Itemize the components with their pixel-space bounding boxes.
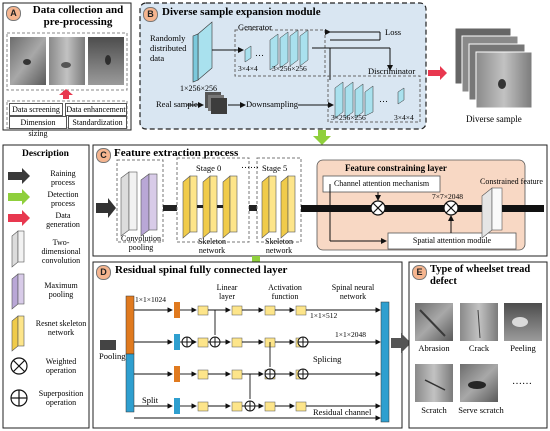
loss-label: Loss — [385, 27, 402, 37]
split-label: Split — [142, 395, 159, 405]
pooling-label: Pooling — [99, 351, 126, 361]
panel-d-frame — [92, 261, 403, 429]
legend-data-generation: Data generation — [46, 211, 80, 229]
defect-scratch: Scratch — [421, 405, 447, 415]
defect-serve-scratch: Serve scratch — [458, 405, 504, 415]
random-dim: 1×256×256 — [180, 84, 218, 93]
step-dimension-sizing: Dimension sizing — [9, 116, 67, 138]
stage0-label: Stage 0 — [196, 163, 222, 173]
legend-raining: Raining process — [50, 169, 76, 187]
legend-conv: Two-dimensional convolution — [41, 238, 81, 265]
generator-label: Generator — [238, 22, 272, 32]
downsampling-label: Downsampling — [246, 99, 298, 109]
legend-pooling: Maximum pooling — [44, 281, 78, 299]
red-arrow-out — [428, 66, 447, 80]
step-data-screening: Data screening — [9, 103, 63, 116]
d-dim2: 1×1×512 — [310, 311, 338, 320]
disc-dim2: 3×4×4 — [394, 113, 414, 122]
legend-detection: Detection process — [47, 190, 79, 208]
channel-attention-label: Channel attention mechanism — [333, 179, 430, 188]
panel-e-tag: E — [412, 265, 427, 280]
panel-c-title: Feature extraction process — [114, 147, 239, 159]
d-dim3: 1×1×2048 — [335, 330, 366, 339]
panel-a-title: Data collection and pre-processing — [32, 4, 124, 28]
panel-a-title-line1: Data collection and — [32, 4, 124, 16]
legend-weighted: Weighted operation — [45, 357, 77, 375]
defect-crack: Crack — [468, 343, 490, 353]
defect-peeling: Peeling — [510, 343, 536, 353]
sample-image-2 — [49, 37, 85, 85]
panel-d-tag: D — [96, 265, 111, 280]
step-data-enhancement: Data enhancement — [65, 103, 127, 116]
splicing-label: Splicing — [313, 354, 342, 364]
panel-d-title: Residual spinal fully connected layer — [115, 264, 288, 276]
legend-superposition: Superposition operation — [38, 389, 84, 407]
legend-title: Description — [22, 149, 69, 159]
fcl-title: Feature constraining layer — [345, 163, 447, 173]
constrained-feature-label: Constrained feature — [480, 177, 543, 186]
discriminator-label: Discriminator — [368, 66, 416, 76]
diverse-sample-label: Diverse sample — [466, 114, 522, 124]
gen-dim1: 3×4×4 — [238, 64, 258, 73]
stage5-label: Stage 5 — [262, 163, 288, 173]
panel-b-title: Diverse sample expansion module — [162, 6, 321, 18]
residual-label: Residual channel — [313, 407, 372, 417]
conv-pooling-label: Convolution pooling — [120, 234, 161, 252]
legend-resnet: Resnet skeleton network — [35, 319, 87, 337]
panel-c-tag: C — [96, 148, 111, 163]
d-dim1: 1×1×1024 — [135, 295, 166, 304]
disc-dim1: 3×256×256 — [331, 113, 366, 122]
image-1-defect — [23, 59, 31, 65]
defect-abrasion: Abrasion — [418, 343, 450, 353]
gen-dim2: 3×256×256 — [272, 64, 307, 73]
spatial-attention-label: Spatial attention module — [412, 236, 492, 245]
panel-b-tag: B — [143, 7, 158, 22]
defect-more: …… — [512, 376, 532, 387]
panel-a-title-line2: pre-processing — [43, 16, 113, 28]
stage-ellipsis: …… — [241, 160, 259, 170]
real-sample-label: Real sample — [156, 99, 198, 109]
fcl-dim: 7×7×2048 — [432, 192, 463, 201]
step-standardization: Standardization — [68, 116, 127, 129]
panel-a-tag: A — [6, 6, 21, 21]
